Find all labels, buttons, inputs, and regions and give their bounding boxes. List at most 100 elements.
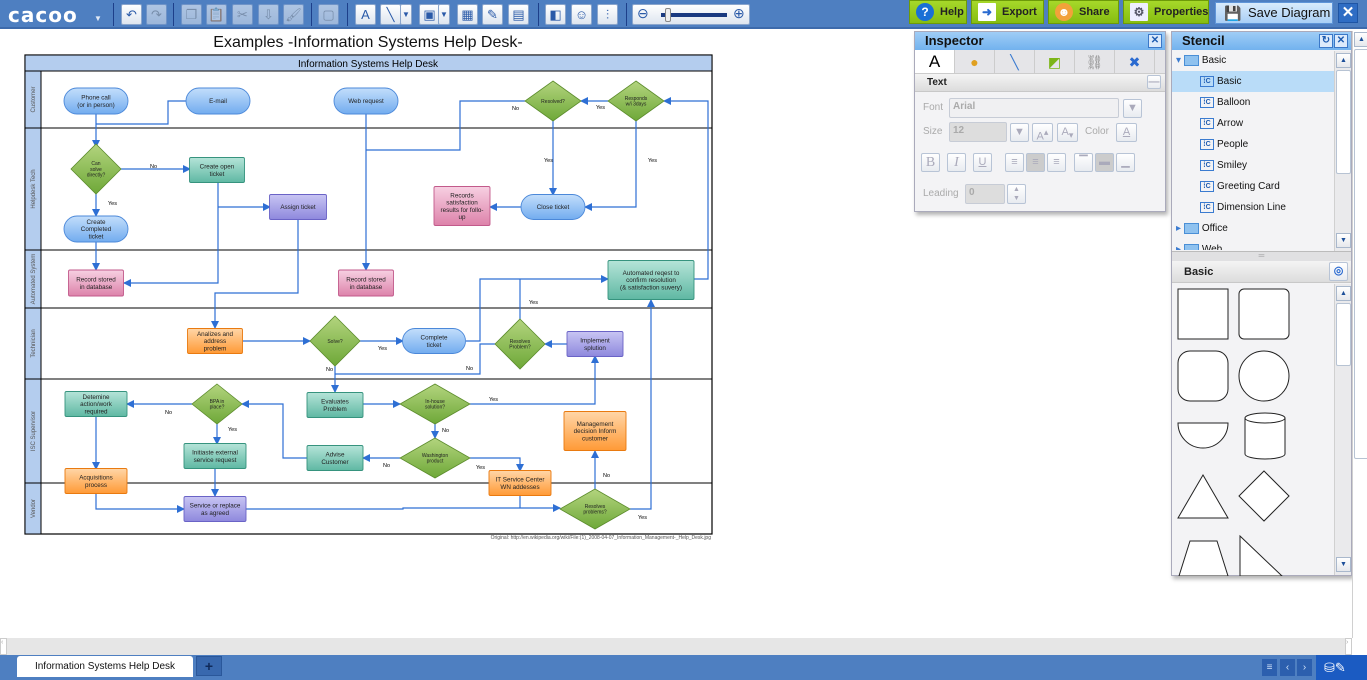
logo-menu-caret-icon[interactable]: ▼ (94, 14, 102, 23)
image-tool-button[interactable]: ▣ (419, 4, 440, 25)
align-center-button[interactable]: ≡ (1026, 153, 1045, 172)
collaboration-status-icon[interactable]: ⛁✎ (1316, 655, 1367, 680)
palette-scrollbar[interactable]: ▲ ▼ (1334, 284, 1351, 575)
collapse-section-button[interactable]: — (1147, 75, 1161, 89)
tab-fill[interactable]: ● (955, 50, 995, 73)
redo-button[interactable]: ↷ (146, 4, 167, 25)
cacoo-logo[interactable]: cacoo (8, 3, 78, 27)
save-diagram-button[interactable]: 💾Save Diagram (1215, 2, 1333, 24)
leading-stepper[interactable]: ▲▼ (1007, 184, 1026, 204)
node-solve[interactable]: Solve? (309, 315, 361, 367)
export-button[interactable]: ➜Export (971, 0, 1044, 24)
group-button[interactable]: ▢ (318, 4, 339, 25)
splitter-handle[interactable]: ═ (1172, 251, 1351, 261)
node-email[interactable]: E-mail (185, 87, 251, 115)
table-tool-button[interactable]: ▦ (457, 4, 478, 25)
palette-options-button[interactable]: ◎ (1329, 262, 1348, 281)
collapsed-caret-icon[interactable]: ▸ (1176, 223, 1184, 234)
format-painter-button[interactable]: 🖌 (283, 4, 304, 25)
share-button[interactable]: ☻Share (1048, 0, 1119, 24)
stencil-tree-scrollbar[interactable]: ▲ ▼ (1334, 51, 1351, 251)
close-editor-button[interactable]: ✕ (1338, 3, 1358, 23)
inspector-close-button[interactable]: ✕ (1148, 34, 1162, 48)
scroll-thumb[interactable] (1354, 49, 1367, 459)
font-field[interactable]: Arial (949, 98, 1119, 118)
zoom-slider[interactable] (661, 13, 727, 17)
font-dropdown-button[interactable]: ▼ (1123, 99, 1142, 118)
pen-tool-button[interactable]: ✎ (482, 4, 503, 25)
bold-button[interactable]: B (921, 153, 940, 172)
size-dropdown-button[interactable]: ▼ (1010, 123, 1029, 142)
page-tab-active[interactable]: Information Systems Help Desk (17, 656, 193, 677)
form-tool-button[interactable]: ▤ (508, 4, 529, 25)
properties-button[interactable]: ⚙Properties (1123, 0, 1209, 24)
align-right-button[interactable]: ≡ (1047, 153, 1066, 172)
stencil-folder-web[interactable]: ▸ Web (1172, 239, 1334, 250)
tool-dropdown-button[interactable]: ▼ (438, 4, 450, 25)
scroll-down-icon[interactable]: ▼ (1336, 557, 1351, 572)
scroll-up-icon[interactable]: ▲ (1354, 32, 1367, 47)
expanded-caret-icon[interactable]: ▾ (1176, 55, 1184, 66)
help-button[interactable]: ?Help (909, 0, 967, 24)
zoom-out-icon[interactable]: ⊖ (637, 5, 649, 21)
align-left-button[interactable]: ≡ (1005, 153, 1024, 172)
tab-text[interactable]: A (915, 50, 955, 73)
zoom-in-icon[interactable]: ⊕ (733, 5, 745, 21)
paste-button[interactable]: 📋 (206, 4, 227, 25)
valign-middle-button[interactable]: ▬ (1095, 153, 1114, 172)
underline-button[interactable]: U (973, 153, 992, 172)
diagram-canvas[interactable]: Information Systems Help Desk CustomerHe… (0, 0, 760, 560)
zoom-slider-handle[interactable] (665, 8, 671, 22)
canvas-horizontal-scrollbar[interactable]: ‹ › (0, 638, 1352, 655)
scroll-left-icon[interactable]: ‹ (0, 638, 7, 655)
scroll-down-icon[interactable]: ▼ (1336, 233, 1351, 248)
comments-toggle-button[interactable]: ☺ (571, 4, 592, 25)
page-list-icon[interactable]: ≡ (1262, 659, 1277, 676)
node-phone[interactable]: Phone call(or in person) (63, 87, 129, 115)
add-page-button[interactable]: + (196, 656, 222, 676)
stencil-refresh-button[interactable]: ↻ (1319, 34, 1333, 48)
copy-button[interactable]: ❐ (181, 4, 202, 25)
tab-line[interactable]: ╲ (995, 50, 1035, 73)
leading-field[interactable]: 0 (965, 184, 1005, 204)
increase-font-button[interactable]: A▴ (1032, 123, 1053, 143)
tool-dropdown-button[interactable]: ▼ (400, 4, 412, 25)
scroll-thumb[interactable] (1336, 303, 1351, 366)
zoom-control[interactable]: ⊖ ⊕ (632, 4, 750, 25)
valign-top-button[interactable]: ▔ (1074, 153, 1093, 172)
cut-button[interactable]: ✂ (232, 4, 253, 25)
scroll-up-icon[interactable]: ▲ (1336, 53, 1351, 68)
italic-button[interactable]: I (947, 153, 966, 172)
node-assign[interactable]: Assign ticket (269, 194, 327, 220)
collapsed-caret-icon[interactable]: ▸ (1176, 244, 1184, 250)
stencil-folder-office[interactable]: ▸ Office (1172, 218, 1334, 239)
tab-link[interactable]: ⛓ (1075, 50, 1115, 73)
stencil-close-button[interactable]: ✕ (1334, 34, 1348, 48)
scroll-right-icon[interactable]: › (1345, 638, 1352, 655)
valign-bottom-button[interactable]: ▁ (1116, 153, 1135, 172)
node-close[interactable]: Close ticket (520, 194, 586, 220)
canvas-vertical-scrollbar[interactable]: ▲ (1352, 31, 1367, 638)
align-toggle-button[interactable]: ⫶ (597, 4, 618, 25)
